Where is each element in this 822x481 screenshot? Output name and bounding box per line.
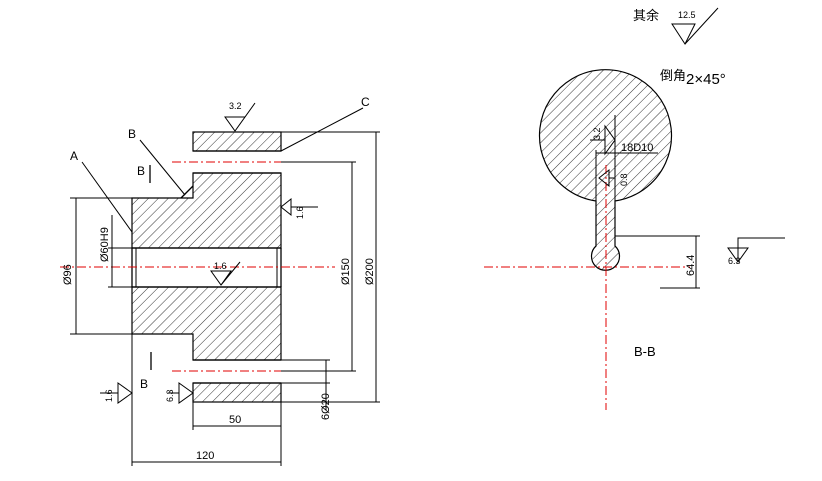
svg-text:3.2: 3.2 [229,101,242,111]
dim-rim-width: 50 [229,414,241,426]
svg-text:0.8: 0.8 [619,173,629,186]
chamfer-note-label: 倒角 [660,68,686,83]
roughness-side: 1.6 [280,197,318,219]
callout-leaders: A B C B B [70,95,370,391]
upper-rim-hatch [192,131,282,152]
roughness-bore: 1.6 [210,261,241,286]
left-centerlines [60,161,335,372]
callout-b: B [128,127,136,141]
general-roughness-note: 其余 12.5 [633,7,719,46]
dim-root: Ø150 [340,258,352,285]
roughness-bottom-chamfer: 6.3 [165,382,194,404]
gear-cross-section [131,131,282,403]
section-b-b: 18D10 64.4 3.2 0.8 6.3 B-B [484,69,785,410]
roughness-bottom-left: 1.6 [100,382,133,404]
lower-rim-hatch [192,382,282,403]
roughness-note-value: 12.5 [678,10,696,20]
dim-key-depth: 64.4 [685,255,697,276]
lower-web-hatch [131,286,282,361]
roughness-note-prefix: 其余 [633,8,659,23]
svg-text:1.6: 1.6 [214,261,227,271]
dim-key-width: 18D10 [621,142,653,154]
svg-text:1.6: 1.6 [295,206,305,219]
dim-bore: Ø60H9 [99,227,111,262]
chamfer-note: 倒角 2×45° [660,68,726,88]
section-mark-top: B [137,164,145,178]
section-mark-bottom: B [140,377,148,391]
svg-text:6.3: 6.3 [165,389,175,402]
chamfer-note-value: 2×45° [686,71,726,88]
section-title: B-B [634,344,656,359]
roughness-top: 3.2 [224,101,256,132]
roughness-note-symbol [671,7,719,46]
callout-c: C [361,95,370,109]
svg-text:1.6: 1.6 [104,389,114,402]
svg-text:6.3: 6.3 [728,256,741,266]
dim-hub: Ø96 [62,264,74,285]
svg-text:3.2: 3.2 [592,127,602,140]
callout-a: A [70,149,78,163]
upper-web-hatch [131,172,282,249]
dim-outer: Ø200 [364,258,376,285]
dimension-lines: Ø96 Ø60H9 Ø150 Ø200 6Ø20 50 120 [62,131,380,466]
dim-hole: 6Ø20 [320,393,332,420]
dim-width: 120 [196,450,214,462]
